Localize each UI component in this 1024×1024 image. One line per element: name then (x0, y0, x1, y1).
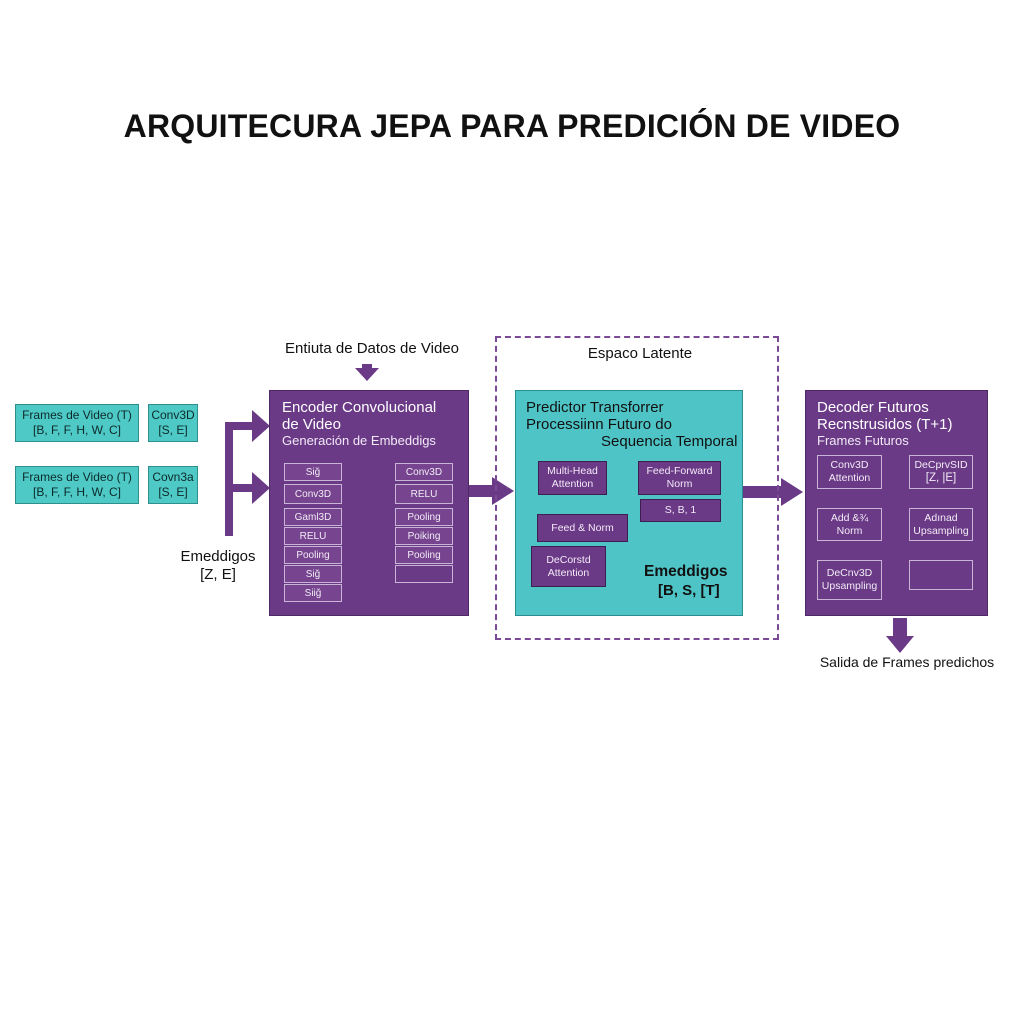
conv-line2: [S, E] (158, 423, 188, 437)
encoder-layer-cell: Siiğ (284, 584, 342, 602)
latent-space-label: Espaco Latente (587, 345, 693, 362)
decoder-deconv-cell: DeCprvSID [Z, |E] (909, 455, 973, 489)
decoder-conv3d-attention-cell: Conv3D Attention (817, 455, 882, 489)
input-frames-line2: [B, F, F, H, W, C] (32, 423, 121, 437)
left-embeddings-line1: Emeddigos (180, 548, 256, 565)
encoder-layer-cell: Gaml3D (284, 508, 342, 526)
feed-forward-norm-cell: Feed-Forward Norm (638, 461, 721, 495)
decorstd-attention-cell: DeCorstd Attention (531, 546, 606, 587)
left-embeddings-line2: [Z, E] (200, 566, 236, 583)
encoder-empty-cell (395, 565, 453, 583)
encoder-title-line1: Encoder Convolucional (282, 399, 437, 416)
encoder-layer-cell: Poiking (395, 527, 453, 545)
conv-line2: [S, E] (158, 485, 188, 499)
decoder-deconv3d-upsampling-cell: DeCnv3D Upsampling (817, 560, 882, 600)
left-embeddings-label: Emeddigos [Z, E] (168, 548, 268, 584)
input-frames-line1: Frames de Video (T) (22, 408, 132, 422)
encoder-layer-cell: Siğ (284, 463, 342, 481)
multi-head-attention-cell: Multi-Head Attention (538, 461, 607, 495)
encoder-to-predictor-arrow (468, 477, 514, 505)
input-frames-box-2: Frames de Video (T) [B, F, F, H, W, C] (15, 466, 139, 504)
latent-space-region (495, 336, 779, 640)
encoder-subtitle: Generación de Embeddigs (282, 433, 436, 448)
predictor-title-line1: Predictor Transforrer (526, 399, 664, 416)
decoder-deconv-label: DeCprvSID (914, 459, 968, 471)
encoder-layer-cell: Conv3D (395, 463, 453, 481)
entry-label: Entiuta de Datos de Video (284, 340, 460, 357)
output-label: Salida de Frames predichos (819, 654, 995, 670)
encoder-layer-cell: RELU (284, 527, 342, 545)
conv-line1: Conv3D (151, 408, 195, 422)
decoder-title-line1: Decoder Futuros (817, 399, 929, 416)
input-frames-line1: Frames de Video (T) (22, 470, 132, 484)
conv-box-1: Conv3D [S, E] (148, 404, 198, 442)
input-frames-box-1: Frames de Video (T) [B, F, F, H, W, C] (15, 404, 139, 442)
predictor-title-line3: Sequencia Temporal (601, 433, 738, 450)
predictor-embeddings-shape: [B, S, [T] (658, 582, 720, 599)
predictor-to-decoder-arrow (741, 478, 803, 506)
predictor-title-line2: Processiinn Futuro do (526, 416, 672, 433)
decoder-upsampling-cell: Adınad Upsampling (909, 508, 973, 541)
input-frames-line2: [B, F, F, H, W, C] (32, 485, 121, 499)
sb-shape-cell: S, B, 1 (640, 499, 721, 522)
encoder-layer-cell: Pooling (395, 546, 453, 564)
encoder-layer-cell: Siğ (284, 565, 342, 583)
input-bracket-arrows (225, 410, 270, 536)
decoder-output-arrow (886, 618, 914, 653)
feed-and-norm-cell: Feed & Norm (537, 514, 628, 542)
decoder-subtitle: Frames Futuros (817, 433, 909, 448)
decoder-empty-cell (909, 560, 973, 590)
encoder-layer-cell: Pooling (284, 546, 342, 564)
predictor-embeddings-label: Emeddigos (644, 563, 728, 580)
decoder-add-norm-cell: Add &¾ Norm (817, 508, 882, 541)
decoder-title-line2: Recnstrusidos (T+1) (817, 416, 953, 433)
encoder-layer-cell: Conv3D (284, 484, 342, 504)
conv-line1: Covn3a (152, 470, 194, 484)
encoder-layer-cell: RELU (395, 484, 453, 504)
encoder-title-line2: de Video (282, 416, 341, 433)
encoder-layer-cell: Pooling (395, 508, 453, 526)
entry-down-arrow (355, 364, 379, 381)
decoder-deconv-shape: [Z, |E] (925, 472, 957, 484)
conv-box-2: Covn3a [S, E] (148, 466, 198, 504)
diagram-title: ARQUITECURA JEPA PARA PREDICIÓN DE VIDEO (123, 108, 901, 144)
